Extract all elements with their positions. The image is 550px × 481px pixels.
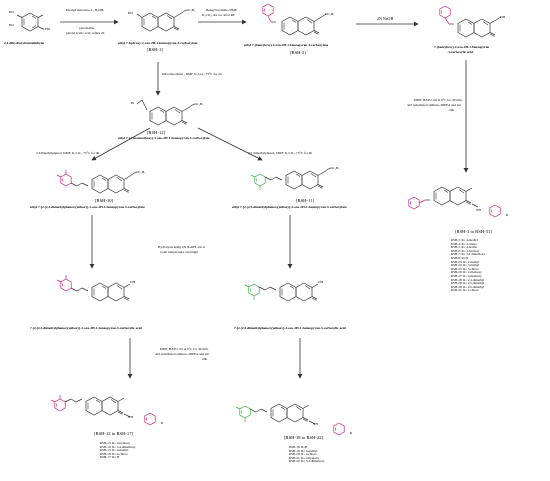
structure-rsh-3-31 bbox=[408, 186, 501, 218]
atom-ho: HO bbox=[128, 11, 133, 15]
structure-rsh-12 bbox=[136, 99, 195, 126]
series-list-rsh-18-22: RSH-18: R=H RSH-19: R= 4-methyl RSH-20: … bbox=[289, 445, 325, 464]
reagent-step-8-line-2: room temperature overnight bbox=[160, 250, 199, 254]
list-item: RSH-23: R= 2-methyl bbox=[451, 259, 480, 264]
list-item: RSH-25: R= 3-chloro bbox=[451, 266, 479, 271]
reagent-step-4: Dibromoethane , DMF, K₂CO₃, 75°C for 4h bbox=[162, 72, 222, 76]
list-item: RSH-22: R= 3,4-dimethoxy bbox=[289, 459, 325, 464]
atom-oet: OC₂H₅ bbox=[186, 8, 196, 12]
reagent-step-1-line-3: glacial acetic acid, reflux 2h bbox=[66, 31, 105, 35]
compound-name-acid-line-2: -3-carboxylic acid bbox=[447, 50, 473, 54]
list-item: RSH-18: R=H bbox=[289, 445, 308, 449]
reagent-step-3: 2N NaOH bbox=[377, 16, 394, 21]
atom-oet: OC₂H₅ bbox=[194, 102, 204, 106]
reagent-step-5-line-3: 24h bbox=[449, 108, 455, 112]
list-item: RSH-4: R= 4-chloro bbox=[451, 241, 478, 246]
arrow-step-7 bbox=[197, 127, 263, 161]
structure-rsh-13-17 bbox=[50, 395, 156, 426]
compound-code-rsh-12: [RSH-12] bbox=[147, 130, 166, 135]
atom-r: R bbox=[161, 421, 164, 425]
arrow-step-6 bbox=[91, 127, 151, 161]
compound-name-rsh-10: ethyl 7-[2-(2,3-dimethylphenoxy)ethoxy]-… bbox=[30, 205, 145, 209]
list-item: RSH-19: R= 4-methyl bbox=[289, 448, 318, 453]
reagent-step-5-line-1: DMF, HATU stir at 0°C for 30 min, bbox=[414, 98, 463, 102]
atom-cho: CHO bbox=[43, 27, 51, 31]
list-item: RSH-5: R= 4-bromo bbox=[451, 245, 478, 250]
reagent-step-5-line-2: add substituted anilines, DIPEA and stir bbox=[407, 103, 462, 107]
reagent-step-6: 2,3dimethylphenol, DMF, K₂CO₃, 75°C for … bbox=[36, 151, 100, 155]
reagent-step-7: 2,5 dimethylphenol, DMF, K₂CO₃, 75°C for… bbox=[248, 151, 313, 155]
atom-oet: OC₂H₅ bbox=[136, 170, 146, 174]
compound-code-rsh-1: [RSH-1] bbox=[147, 47, 163, 52]
structure-acid-23 bbox=[56, 275, 131, 302]
atom-nh: NH bbox=[313, 422, 318, 426]
list-item: RSH-6: R= 4-hydroxy bbox=[451, 248, 480, 253]
list-item: RSH-26: R= 2-methoxy bbox=[451, 270, 482, 275]
series-list-rsh-13-17: RSH-13: R= 4-hydroxy RSH-14: R= 3,4-dime… bbox=[100, 441, 136, 460]
atom-r: R bbox=[350, 431, 353, 435]
list-item: RSH-27: R= 4-methoxy bbox=[451, 273, 482, 278]
list-item: RSH-20: R= 4-chloro bbox=[289, 452, 317, 457]
compound-name-rsh-1: ethyl 7-hydroxy-2-oxo-2H-1-benzopyran-3-… bbox=[118, 41, 198, 45]
atom-nh: NH bbox=[476, 208, 481, 212]
list-item: RSH-21: R= 4-hydroxy bbox=[289, 455, 320, 460]
compound-name-rsh-2: ethyl 7-(benzyloxy)-2-oxo-2H-1-benzopyra… bbox=[244, 43, 329, 47]
series-list-rsh-3-31: RSH-3: R= 4-methyl RSH-4: R= 4-chloro RS… bbox=[451, 238, 485, 293]
compound-name-dihydroxybenzaldehyde: 2,4-dihydroxybenzaldehyde bbox=[4, 41, 44, 45]
compound-name-acid-line-1: 7-(benzyloxy)-2-oxo-2H-1-benzopyran bbox=[434, 45, 490, 49]
reagent-step-9-line-3: 24h bbox=[202, 357, 208, 361]
reagent-step-9-line-2: add substituted anilines, DIPEA and stir bbox=[155, 352, 210, 356]
atom-oh: OH bbox=[500, 15, 505, 19]
list-item: RSH-28: R= 2,4-dimethyl bbox=[451, 277, 485, 282]
reagent-step-1-line-1: Diethyl malonate, C₂H₅OH, bbox=[66, 8, 104, 12]
structure-dihydroxybenzaldehyde bbox=[16, 12, 44, 32]
atom-oh: OH bbox=[130, 280, 135, 284]
atom-r: R bbox=[506, 213, 509, 217]
list-item: RSH-13: R= 4-hydroxy bbox=[100, 441, 131, 445]
atom-oet: OC₂H₅ bbox=[325, 12, 335, 16]
list-item: RSH-14: R= 3,4-dimethoxy bbox=[100, 444, 136, 449]
list-item: RSH-31: R= 2-chloro bbox=[451, 288, 479, 293]
reagent-step-2-line-2: K₂CO₃, stir for 4h at RT bbox=[202, 13, 235, 17]
list-item: RSH-24: R= 3-methyl bbox=[451, 263, 480, 268]
compound-code-rsh-10: [RSH-10] bbox=[95, 198, 114, 203]
structure-rsh-2 bbox=[262, 3, 327, 36]
series-range-rsh-3-31: [RSH-3 to RSH-31] bbox=[455, 229, 492, 234]
compound-code-rsh-11: [RSH-11] bbox=[296, 198, 314, 203]
list-item: RSH-3: R= 4-methyl bbox=[451, 238, 478, 242]
structure-rsh-11 bbox=[250, 167, 331, 190]
series-range-rsh-18-22: [RSH-18 to RSH-22] bbox=[284, 435, 324, 440]
compound-name-rsh-12: ethyl 7-(2-bromoethoxy)-2-oxo-2H-1-benzo… bbox=[118, 136, 210, 140]
structure-benzyloxy-acid bbox=[439, 5, 502, 38]
compound-name-acid-25: 7-[2-(2,5-dimethylphenoxy)ethoxy]-2-oxo-… bbox=[234, 326, 346, 330]
atom-oh: OH bbox=[318, 280, 323, 284]
compound-name-rsh-11: ethyl 7-[2-(2,5-dimethylphenoxy)ethoxy]-… bbox=[232, 205, 347, 209]
structure-acid-25 bbox=[244, 282, 319, 302]
list-item: RSH-15: R= 4-methyl bbox=[100, 448, 129, 453]
reagent-step-1-line-2: pyrrolidine, bbox=[79, 26, 95, 30]
compound-name-acid-23: 7-[2-(2,3-dimethylphenoxy)ethoxy]-2-oxo-… bbox=[30, 326, 142, 330]
series-range-rsh-13-17: [RSH-13 to RSH-17] bbox=[94, 431, 134, 436]
atom-nh: NH bbox=[128, 415, 133, 419]
structure-rsh-1 bbox=[136, 9, 187, 32]
atom-ho: HO bbox=[9, 23, 14, 27]
structure-rsh-10 bbox=[56, 170, 137, 194]
list-item: RSH-30: R= 2,6-dimethyl bbox=[451, 284, 485, 289]
atom-ho: HO bbox=[9, 10, 14, 14]
atom-oet: OC₂H₅ bbox=[330, 166, 340, 170]
list-item: RSH-17: R= H bbox=[100, 455, 120, 460]
reagent-step-9-line-1: DMF, HATU stir at 0°C for 30 min, bbox=[160, 347, 209, 351]
compound-code-rsh-2: [RSH-2] bbox=[290, 50, 306, 55]
list-item: RSH-7: R= 3,4-dimethoxy bbox=[451, 252, 485, 257]
list-item: RSH-29: R= 2,5-dimethyl bbox=[451, 281, 485, 286]
list-item: RSH-16: R= 4-chloro bbox=[100, 451, 128, 456]
list-item: RSH-8: R=H bbox=[451, 255, 468, 260]
atom-br: Br bbox=[131, 101, 135, 105]
reagent-step-8-line-1: Hydrolysis using 2N NaOH, stir at bbox=[158, 245, 206, 249]
reagent-step-2-line-1: Benzyl bromide, DMF, bbox=[206, 8, 238, 12]
structure-rsh-18-22 bbox=[235, 403, 345, 436]
